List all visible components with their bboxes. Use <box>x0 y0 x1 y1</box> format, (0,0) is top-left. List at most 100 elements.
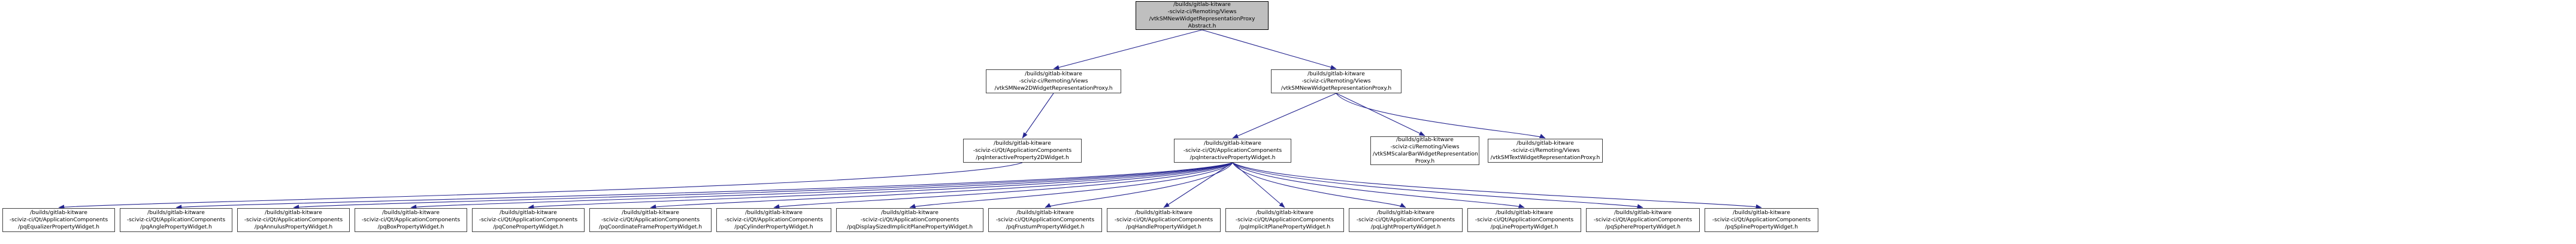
node-label-line: /vtkSMNew2DWidgetRepresentationProxy.h <box>994 84 1113 92</box>
node-label-line: /pqLinePropertyWidget.h <box>1490 223 1558 230</box>
graph-node-cylinder[interactable]: /builds/gitlab-kitware-sciviz-ci/Qt/Appl… <box>716 208 831 232</box>
node-label-line: /builds/gitlab-kitware <box>622 209 679 216</box>
graph-node-scalarbar[interactable]: /builds/gitlab-kitware-sciviz-ci/Remotin… <box>1370 136 1479 165</box>
node-label-line: /builds/gitlab-kitware <box>1396 136 1454 144</box>
node-label-line: -sciviz-ci/Qt/ApplicationComponents <box>1183 147 1282 154</box>
graph-node-pq2d[interactable]: /builds/gitlab-kitware-sciviz-ci/Qt/Appl… <box>963 139 1082 163</box>
node-label-line: /vtkSMTextWidgetRepresentationProxy.h <box>1490 154 1600 161</box>
node-label-line: /pqBoxPropertyWidget.h <box>377 223 444 230</box>
node-label-line: /pqCoordinateFramePropertyWidget.h <box>598 223 703 230</box>
edge-pqipw-to-sphere <box>1232 162 1643 209</box>
node-label-line: /builds/gitlab-kitware <box>1307 71 1365 78</box>
graph-node-sphere[interactable]: /builds/gitlab-kitware-sciviz-ci/Qt/Appl… <box>1586 208 1700 232</box>
edge-pqipw-to-spline <box>1232 162 1762 209</box>
node-label-line: /builds/gitlab-kitware <box>30 209 87 216</box>
graph-node-coordframe[interactable]: /builds/gitlab-kitware-sciviz-ci/Qt/Appl… <box>589 208 712 232</box>
node-label-line: /builds/gitlab-kitware <box>1173 1 1231 8</box>
node-label-line: -sciviz-ci/Qt/ApplicationComponents <box>1593 216 1693 224</box>
edge-pqipw-to-light <box>1232 162 1406 208</box>
node-label-line: /builds/gitlab-kitware <box>1204 140 1261 147</box>
edge-root-to-newwidget <box>1201 29 1337 70</box>
graph-node-new2d[interactable]: /builds/gitlab-kitware-sciviz-ci/Remotin… <box>986 69 1121 93</box>
edge-newwidget-to-pqipw <box>1232 93 1337 139</box>
graph-node-root[interactable]: /builds/gitlab-kitware-sciviz-ci/Remotin… <box>1136 1 1269 30</box>
node-label-line: /pqLightPropertyWidget.h <box>1370 223 1441 230</box>
node-label-line: /pqFrustumPropertyWidget.h <box>1006 223 1085 230</box>
node-label-line: /pqSplinePropertyWidget.h <box>1725 223 1798 230</box>
graph-node-dsip[interactable]: /builds/gitlab-kitware-sciviz-ci/Qt/Appl… <box>836 208 983 232</box>
node-label-line: /vtkSMScalarBarWidgetRepresentation <box>1373 151 1478 157</box>
node-label-line: /builds/gitlab-kitware <box>994 140 1051 147</box>
node-label-line: /builds/gitlab-kitware <box>1135 209 1192 216</box>
graph-node-newwidget[interactable]: /builds/gitlab-kitware-sciviz-ci/Remotin… <box>1271 69 1401 93</box>
node-label-line: /pqAnnulusPropertyWidget.h <box>254 223 333 230</box>
node-label-line: -sciviz-ci/Qt/ApplicationComponents <box>1475 216 1574 224</box>
edge-newwidget-to-scalarbar <box>1336 93 1425 136</box>
node-label-line: -sciviz-ci/Remoting/Views <box>1511 147 1580 154</box>
node-label-line: /builds/gitlab-kitware <box>1614 209 1672 216</box>
node-label-line: /vtkSMNewWidgetRepresentationProxy <box>1149 16 1255 22</box>
graph-node-handle[interactable]: /builds/gitlab-kitware-sciviz-ci/Qt/Appl… <box>1107 208 1221 232</box>
graph-node-annulus[interactable]: /builds/gitlab-kitware-sciviz-ci/Qt/Appl… <box>237 208 350 232</box>
node-label-line: -sciviz-ci/Qt/ApplicationComponents <box>1114 216 1213 224</box>
node-label-line: /builds/gitlab-kitware <box>1516 140 1574 147</box>
graph-node-equalizer[interactable]: /builds/gitlab-kitware-sciviz-ci/Qt/Appl… <box>2 208 115 232</box>
edge-new2d-to-pq2d <box>1022 93 1054 139</box>
node-label-line: -sciviz-ci/Qt/ApplicationComponents <box>724 216 824 224</box>
node-label-line: /builds/gitlab-kitware <box>1377 209 1434 216</box>
node-label-line: -sciviz-ci/Remoting/Views <box>1019 78 1088 85</box>
node-label-line: -sciviz-ci/Qt/ApplicationComponents <box>479 216 578 224</box>
edge-pqipw-to-coordframe <box>650 162 1233 209</box>
node-label-line: -sciviz-ci/Qt/ApplicationComponents <box>601 216 700 224</box>
node-label-line: /pqEqualizerPropertyWidget.h <box>18 223 99 230</box>
node-label-line: /pqHandlePropertyWidget.h <box>1126 223 1201 230</box>
node-label-line: -sciviz-ci/Remoting/Views <box>1390 144 1460 151</box>
node-label-line: Proxy.h <box>1415 157 1435 164</box>
node-label-line: /builds/gitlab-kitware <box>1025 71 1082 78</box>
graph-node-box[interactable]: /builds/gitlab-kitware-sciviz-ci/Qt/Appl… <box>355 208 467 232</box>
node-label-line: /builds/gitlab-kitware <box>382 209 440 216</box>
edge-root-to-new2d <box>1053 29 1203 70</box>
graph-node-implicitplane[interactable]: /builds/gitlab-kitware-sciviz-ci/Qt/Appl… <box>1225 208 1344 232</box>
node-label-line: Abstract.h <box>1188 22 1216 29</box>
node-label-line: /builds/gitlab-kitware <box>1256 209 1313 216</box>
edge-pqipw-to-box <box>410 162 1233 209</box>
graph-node-light[interactable]: /builds/gitlab-kitware-sciviz-ci/Qt/Appl… <box>1349 208 1463 232</box>
edge-newwidget-to-textwidget <box>1336 93 1546 139</box>
graph-node-line[interactable]: /builds/gitlab-kitware-sciviz-ci/Qt/Appl… <box>1467 208 1581 232</box>
edge-pqipw-to-angle <box>175 162 1233 210</box>
graph-node-cone[interactable]: /builds/gitlab-kitware-sciviz-ci/Qt/Appl… <box>472 208 585 232</box>
edge-pq2d-to-equalizer <box>58 162 1023 209</box>
node-label-line: /builds/gitlab-kitware <box>881 209 939 216</box>
node-label-line: /pqAnglePropertyWidget.h <box>140 223 212 230</box>
node-label-line: /builds/gitlab-kitware <box>745 209 803 216</box>
node-label-line: -sciviz-ci/Qt/ApplicationComponents <box>126 216 226 224</box>
graph-node-angle[interactable]: /builds/gitlab-kitware-sciviz-ci/Qt/Appl… <box>120 208 232 232</box>
node-label-line: /builds/gitlab-kitware <box>500 209 557 216</box>
edge-pqipw-to-dsip <box>909 162 1233 209</box>
node-label-line: -sciviz-ci/Qt/ApplicationComponents <box>1235 216 1334 224</box>
node-label-line: /vtkSMNewWidgetRepresentationProxy.h <box>1281 84 1392 92</box>
node-label-line: -sciviz-ci/Qt/ApplicationComponents <box>995 216 1095 224</box>
node-label-line: /pqInteractiveProperty2DWidget.h <box>976 154 1069 161</box>
edge-pqipw-to-cone <box>528 162 1233 209</box>
node-label-line: -sciviz-ci/Qt/ApplicationComponents <box>860 216 959 224</box>
graph-node-textwidget[interactable]: /builds/gitlab-kitware-sciviz-ci/Remotin… <box>1488 139 1603 163</box>
node-label-line: /pqCylinderPropertyWidget.h <box>734 223 813 230</box>
edge-pqipw-to-implicitplane <box>1232 162 1285 208</box>
graph-node-frustum[interactable]: /builds/gitlab-kitware-sciviz-ci/Qt/Appl… <box>988 208 1102 232</box>
node-label-line: /builds/gitlab-kitware <box>1016 209 1074 216</box>
node-label-line: -sciviz-ci/Qt/ApplicationComponents <box>244 216 343 224</box>
edge-pqipw-to-annulus <box>293 162 1233 209</box>
node-label-line: -sciviz-ci/Qt/ApplicationComponents <box>1712 216 1811 224</box>
node-label-line: /builds/gitlab-kitware <box>265 209 322 216</box>
edge-group <box>58 29 1762 210</box>
node-label-line: /builds/gitlab-kitware <box>147 209 205 216</box>
node-label-line: /pqInteractivePropertyWidget.h <box>1189 154 1276 161</box>
graph-node-pqipw[interactable]: /builds/gitlab-kitware-sciviz-ci/Qt/Appl… <box>1174 139 1291 163</box>
graph-node-spline[interactable]: /builds/gitlab-kitware-sciviz-ci/Qt/Appl… <box>1705 208 1818 232</box>
node-label-line: -sciviz-ci/Qt/ApplicationComponents <box>973 147 1072 154</box>
node-label-line: /pqDisplaySizedImplicitPlanePropertyWidg… <box>846 223 973 230</box>
